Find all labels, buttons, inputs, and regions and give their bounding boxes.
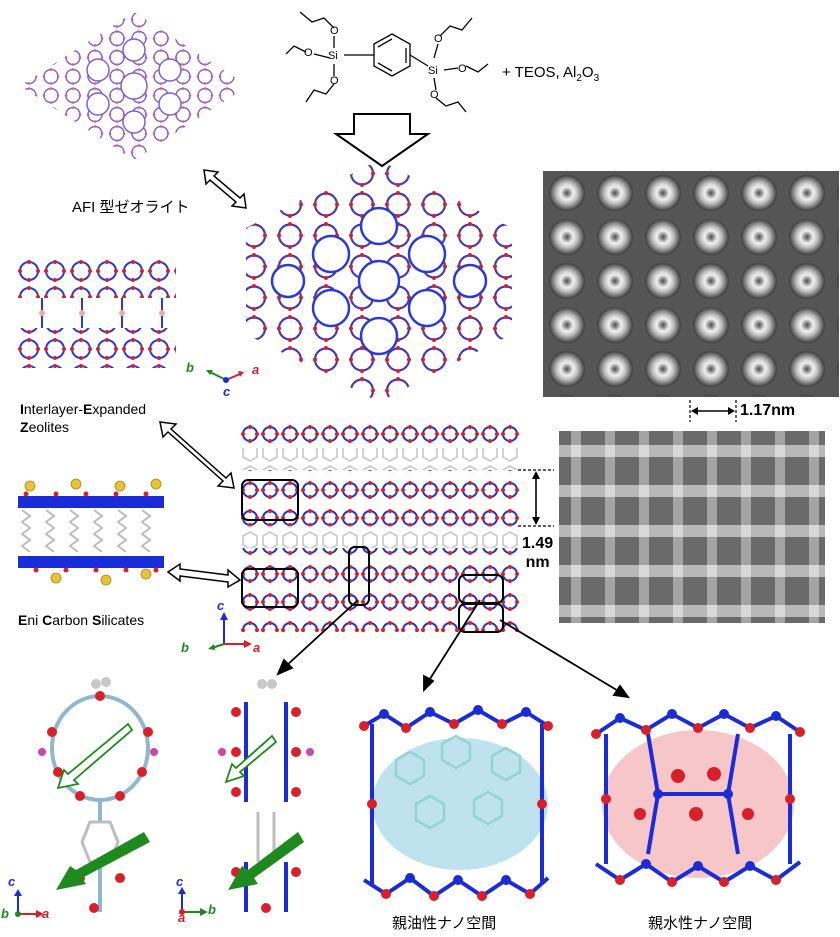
hydrophilic-nanospace-label: 親水性ナノ空間 bbox=[648, 915, 753, 932]
afi-zeolite-label: AFI 型ゼオライト bbox=[72, 199, 190, 216]
pillar-structure-right bbox=[218, 679, 314, 913]
product-framework-structure bbox=[246, 160, 512, 402]
axis-triad-bottom-left bbox=[14, 889, 44, 918]
axis-triad-bottom-center bbox=[178, 887, 208, 916]
hydrophobic-nanospace-structure bbox=[359, 705, 553, 901]
axis-label-c-bottom-left: c bbox=[8, 874, 16, 889]
axis-label-a-bottom-center: a bbox=[178, 910, 186, 925]
tem-image-pores bbox=[543, 171, 839, 397]
axis-label-b-bottom-left: b bbox=[1, 906, 9, 921]
reagent-plus-label: + TEOS, Al2O3 bbox=[502, 64, 600, 84]
o-atom-right-top: O bbox=[434, 33, 443, 45]
axis-label-b-bottom-center: b bbox=[208, 902, 216, 917]
ecs-double-arrow bbox=[166, 562, 242, 589]
highlight-box-hydrophilic bbox=[458, 603, 504, 633]
pillar-structure-left bbox=[38, 677, 158, 913]
layered-framework-structure bbox=[240, 420, 520, 632]
axis-label-a-center: a bbox=[253, 640, 261, 655]
hydrophobic-nanospace-label: 親油性ナノ空間 bbox=[392, 915, 497, 932]
si-atom-left: Si bbox=[328, 50, 338, 62]
hydrophilic-nanospace-structure bbox=[591, 709, 805, 887]
iez-label: Interlayer-Expanded Zeolites bbox=[20, 401, 147, 435]
o-atom-left-top: O bbox=[330, 25, 339, 37]
pointer-arrows bbox=[276, 599, 630, 699]
axis-label-b-middle: b bbox=[186, 360, 194, 375]
bistriethoxysilylbenzene-molecule: Si O O O Si O O O bbox=[285, 11, 489, 113]
axis-label-c-bottom-center: c bbox=[176, 874, 184, 889]
axis-label-b-center: b bbox=[181, 640, 189, 655]
iez-double-arrow bbox=[159, 421, 235, 489]
tem-image-layers bbox=[559, 431, 825, 623]
ecs-label: Eni Carbon Silicates bbox=[18, 612, 145, 628]
o-atom-left-bottom: O bbox=[330, 75, 339, 87]
layer-spacing-value: 1.49 nm bbox=[522, 535, 554, 571]
axis-label-a-middle: a bbox=[252, 362, 260, 377]
synthesis-down-arrow bbox=[332, 113, 432, 168]
highlight-box-iez-region bbox=[241, 479, 299, 521]
axis-triad-middle bbox=[206, 370, 244, 383]
axis-label-c-center: c bbox=[217, 598, 225, 613]
ecs-framework-structure bbox=[18, 478, 164, 586]
o-atom-right-bottom: O bbox=[430, 89, 439, 101]
axis-triad-center bbox=[208, 612, 252, 650]
o-atom-right-mid: O bbox=[458, 63, 467, 75]
afi-double-arrow bbox=[203, 169, 247, 209]
layer-spacing-scale bbox=[518, 469, 554, 527]
highlight-box-ecs-region bbox=[241, 568, 299, 608]
iez-framework-structure bbox=[16, 258, 176, 368]
o-atom-left-mid: O bbox=[304, 47, 313, 59]
si-atom-right: Si bbox=[428, 65, 438, 77]
axis-label-c-middle: c bbox=[223, 384, 231, 399]
axis-label-a-bottom-left: a bbox=[42, 906, 50, 921]
highlight-box-pillar bbox=[348, 546, 370, 606]
afi-framework-structure bbox=[20, 12, 248, 160]
pore-spacing-scale bbox=[689, 400, 737, 422]
pore-spacing-value: 1.17nm bbox=[740, 402, 796, 419]
